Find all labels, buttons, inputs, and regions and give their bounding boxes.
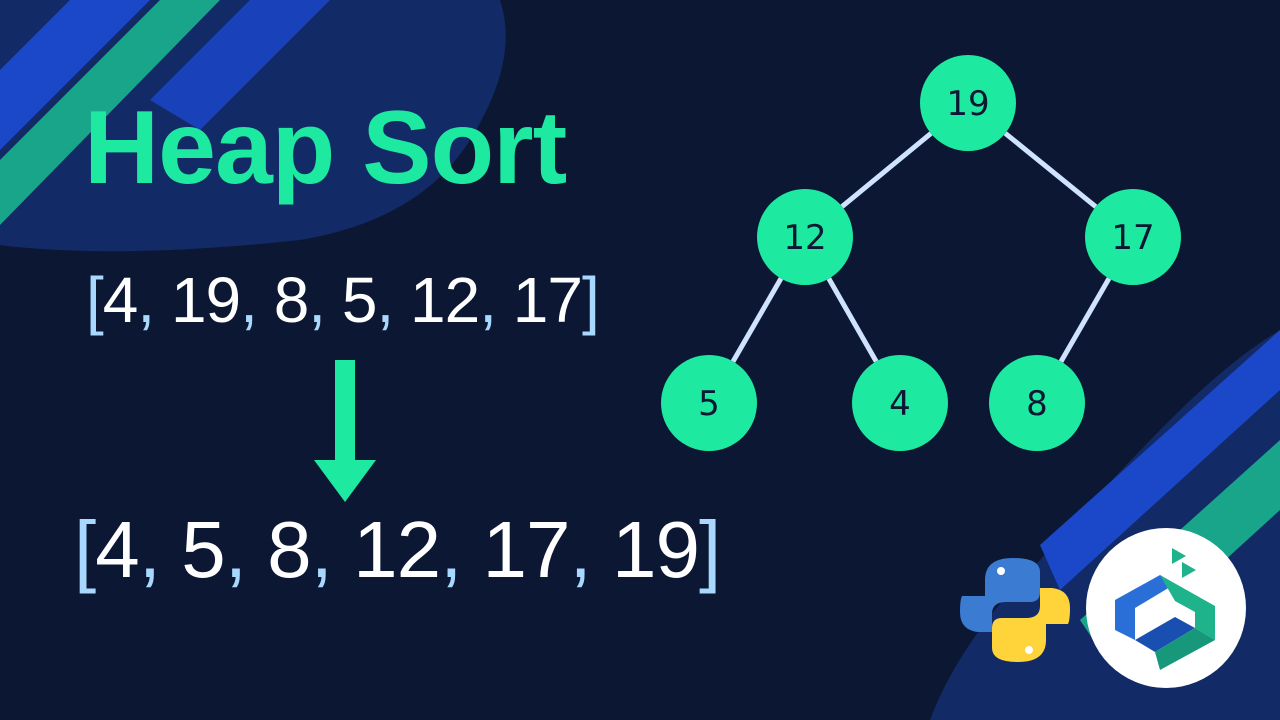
page-title: Heap Sort — [84, 90, 567, 206]
array-element: 5 — [181, 505, 225, 594]
array-element: 12 — [410, 264, 480, 336]
stripe-blue — [0, 0, 150, 150]
tree-node-left-left — [661, 355, 757, 451]
stripe-teal — [0, 0, 220, 225]
tree-edge-root-right — [1003, 131, 1098, 209]
array-element: 4 — [95, 505, 139, 594]
comma-separator: , — [240, 264, 274, 336]
comma-separator: , — [376, 264, 410, 336]
tree-edge-left-left-right — [826, 277, 879, 363]
array-element: 8 — [267, 505, 311, 594]
array-element: 19 — [611, 505, 700, 594]
array-element: 19 — [170, 264, 241, 336]
comma-separator: , — [308, 264, 342, 336]
comma-separator: , — [138, 505, 182, 594]
tree-node-label: 4 — [889, 384, 911, 424]
comma-separator: , — [479, 264, 513, 336]
array-element: 17 — [482, 505, 571, 594]
open-bracket: [ — [86, 264, 104, 336]
open-bracket: [ — [74, 505, 96, 594]
comma-separator: , — [440, 505, 483, 594]
comma-separator: , — [310, 505, 354, 594]
comma-separator: , — [224, 505, 268, 594]
tree-node-label: 8 — [1026, 384, 1048, 424]
python-logo — [960, 558, 1070, 662]
tree-node-right — [1085, 189, 1181, 285]
stripe-blue-2 — [150, 0, 330, 130]
array-element: 8 — [273, 264, 310, 336]
tree-node-left-right — [852, 355, 948, 451]
array-element: 17 — [512, 264, 583, 336]
comma-separator: , — [569, 505, 612, 594]
tree-edge-left-left-left — [730, 277, 784, 363]
tree-node-label: 5 — [698, 384, 720, 424]
tree-node-label: 19 — [946, 84, 989, 124]
tree-node-root — [920, 55, 1016, 151]
comma-separator: , — [137, 264, 171, 336]
channel-logo — [1086, 528, 1246, 688]
sorted-array: [4, 5, 8, 12, 17, 19] — [74, 510, 721, 590]
close-bracket: ] — [698, 505, 721, 594]
tree-node-right-left — [989, 355, 1085, 451]
tree-edge-root-left — [840, 131, 933, 209]
tree-node-left — [757, 189, 853, 285]
tree-node-label: 17 — [1111, 218, 1154, 258]
tree-node-label: 12 — [783, 218, 826, 258]
close-bracket: ] — [581, 264, 600, 336]
array-element: 12 — [353, 505, 441, 594]
down-arrow-icon — [314, 360, 376, 502]
unsorted-array: [4, 19, 8, 5, 12, 17] — [86, 268, 600, 332]
stripe-blue-br — [1040, 330, 1280, 590]
array-element: 5 — [341, 264, 378, 336]
tree-edge-right-right-left — [1058, 277, 1112, 363]
array-element: 4 — [102, 264, 139, 336]
